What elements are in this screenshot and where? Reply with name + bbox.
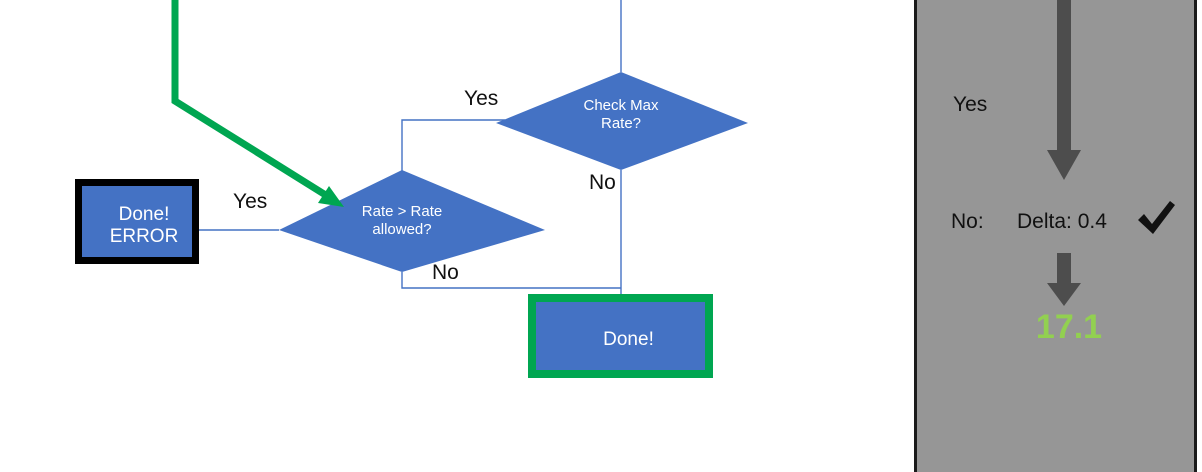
process-done-error[interactable]: Done! ERROR	[75, 179, 199, 264]
decision-check-max-rate[interactable]	[496, 72, 748, 170]
flowchart-canvas: Rate > Rate allowed? Check Max Rate? Don…	[75, 0, 748, 378]
panel-no-label: No:	[951, 210, 984, 233]
panel-yes-label: Yes	[953, 93, 988, 116]
edge-label-check-max-yes: Yes	[464, 87, 499, 110]
process-done-error-label: Done! ERROR	[109, 204, 179, 248]
side-panel: Yes No: Delta: 0.4 17.1	[914, 0, 1197, 472]
edge-label-rate-allowed-yes: Yes	[233, 190, 268, 213]
check-mark-icon	[1138, 201, 1175, 234]
connector-rate-allowed-no	[401, 272, 621, 289]
edge-label-rate-allowed-no: No	[432, 261, 459, 284]
terminal-done-label: Done!	[603, 329, 654, 350]
arrow-down-short-icon	[1047, 253, 1081, 306]
panel-right-margin	[1197, 0, 1202, 472]
panel-delta-label: Delta: 0.4	[1017, 210, 1107, 233]
terminal-done[interactable]: Done!	[528, 294, 713, 378]
arrow-down-long-icon	[1047, 0, 1081, 180]
edge-label-check-max-no: No	[589, 171, 616, 194]
side-panel-arrows	[1047, 0, 1081, 306]
flowchart-connectors-and-shapes	[171, 0, 748, 294]
panel-result-value: 17.1	[1035, 308, 1103, 346]
decision-rate-gt-rate-allowed[interactable]	[279, 170, 545, 272]
connector-check-max-yes	[401, 119, 505, 171]
highlight-green-path	[171, 0, 344, 207]
